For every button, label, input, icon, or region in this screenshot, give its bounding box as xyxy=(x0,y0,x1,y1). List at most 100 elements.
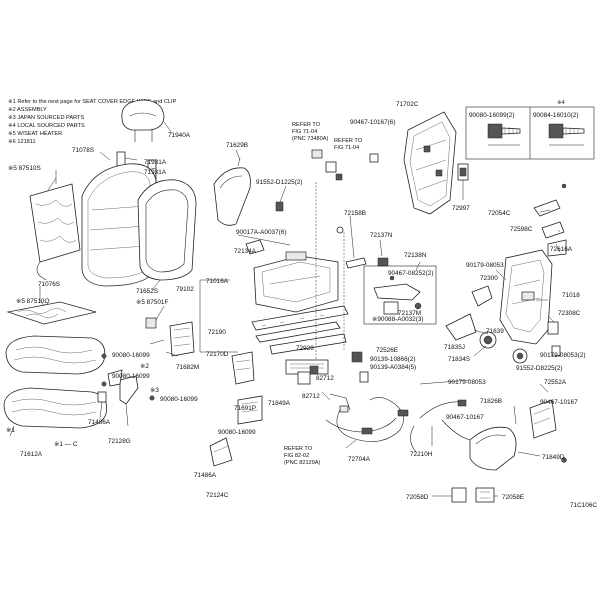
part-label[interactable]: 90139-A0384(5) xyxy=(370,364,416,371)
part-label[interactable]: 71612A xyxy=(20,451,43,458)
refer-to-fig-71-04-b[interactable]: REFER TO FIG 71-04 xyxy=(334,138,363,151)
part-label[interactable]: 72308C xyxy=(558,310,581,317)
part-label[interactable]: 71834S xyxy=(448,356,470,363)
refer-to-fig-71-04-a[interactable]: REFER TO FIG 71-04 (PNC 73480A) xyxy=(292,122,329,142)
part-label[interactable]: 91552-D8225(2) xyxy=(516,365,563,372)
headrest xyxy=(121,99,173,142)
part-label[interactable]: 90017A-A0037(6) xyxy=(236,229,286,236)
part-label[interactable]: 72128G xyxy=(108,438,131,445)
part-label[interactable]: 72704A xyxy=(348,456,371,463)
part-label[interactable]: 72138N xyxy=(404,252,427,259)
part-label[interactable]: 90467-08252(2) xyxy=(388,270,433,277)
part-label[interactable]: 90080-16099 xyxy=(112,352,150,359)
part-label[interactable]: 71018 xyxy=(562,292,580,299)
part-label[interactable]: ※90088-A0032(3) xyxy=(372,316,424,323)
part-label[interactable]: ※5 87510Q xyxy=(16,298,49,305)
bracket-icon xyxy=(169,321,195,357)
part-label[interactable]: 90080-16099 xyxy=(218,429,256,436)
part-label[interactable]: 71849A xyxy=(268,400,291,407)
seatback-pad xyxy=(137,179,197,291)
part-label: ※3 xyxy=(150,387,159,394)
clip-icon xyxy=(297,351,369,385)
part-label[interactable]: 72158B xyxy=(344,210,366,217)
part-label[interactable]: 71078S xyxy=(72,147,94,154)
part-label[interactable]: 71940A xyxy=(168,132,191,139)
part-label[interactable]: ※5 87510S xyxy=(8,165,41,172)
part-label[interactable]: 72598C xyxy=(510,226,533,233)
part-label[interactable]: 71016A xyxy=(206,278,229,285)
part-label[interactable]: 71849D xyxy=(542,454,565,461)
screw-icon xyxy=(487,123,521,146)
part-label[interactable]: 71076S xyxy=(38,281,60,288)
part-labels: 71940A 71931A 71931A 71078S ※5 87510S 71… xyxy=(6,101,597,509)
part-label[interactable]: 90080-16099 xyxy=(112,373,150,380)
note-5: ※5 W/SEAT HEATER xyxy=(8,131,62,137)
part-label[interactable]: 90467-10167 xyxy=(540,399,578,406)
part-label[interactable]: 71702C xyxy=(396,101,419,108)
screw-icon xyxy=(548,123,585,146)
part-label[interactable]: 90139-10866(2) xyxy=(370,356,415,363)
note-1: ※1 Refer to the next page for SEAT COVER… xyxy=(8,99,177,105)
svg-text:FIG 82-02: FIG 82-02 xyxy=(284,453,309,459)
svg-text:FIG 71-04: FIG 71-04 xyxy=(292,129,317,135)
part-label[interactable]: 82712 xyxy=(316,375,334,382)
part-label[interactable]: 82712 xyxy=(302,393,320,400)
part-label[interactable]: 72526E xyxy=(376,347,398,354)
svg-text:REFER TO: REFER TO xyxy=(284,446,313,452)
cable-icon xyxy=(410,399,471,453)
svg-text:REFER TO: REFER TO xyxy=(292,122,321,128)
seat-frame xyxy=(245,239,339,313)
seatback-frame-cover xyxy=(213,157,251,226)
part-label: ※1 xyxy=(6,427,15,434)
end-cap-icon xyxy=(451,487,495,503)
part-label[interactable]: ※5 87501F xyxy=(136,299,168,306)
part-label[interactable]: 90179-08053 xyxy=(448,379,486,386)
part-label[interactable]: 72300 xyxy=(480,275,498,282)
part-label[interactable]: 71835J xyxy=(444,344,465,351)
part-label[interactable]: 71691P xyxy=(234,405,256,412)
part-label[interactable]: 72134A xyxy=(234,248,257,255)
part-label[interactable]: 90179-08053 xyxy=(466,262,504,269)
part-label[interactable]: 79102 xyxy=(176,286,194,293)
part-label[interactable]: 90080-16099 xyxy=(160,396,198,403)
part-label[interactable]: 72552A xyxy=(544,379,567,386)
part-label[interactable]: 72616A xyxy=(550,246,573,253)
part-label[interactable]: 71826B xyxy=(480,398,502,405)
fastener-box-marker: ※4 xyxy=(557,100,565,106)
part-label[interactable]: 72058E xyxy=(502,494,524,501)
part-label[interactable]: 72054C xyxy=(488,210,511,217)
part-label[interactable]: 72928 xyxy=(296,345,314,352)
part-label[interactable]: 71931A xyxy=(144,159,167,166)
part-label[interactable]: 71652S xyxy=(136,288,158,295)
part-label[interactable]: 71682M xyxy=(176,364,199,371)
part-label[interactable]: 72210H xyxy=(410,451,433,458)
part-label[interactable]: 72124C xyxy=(206,492,229,499)
part-label[interactable]: 71486A xyxy=(88,419,111,426)
part-label[interactable]: 90179-08053(2) xyxy=(540,352,585,359)
part-label[interactable]: 71931A xyxy=(144,169,167,176)
part-label[interactable]: 72137M xyxy=(398,310,421,317)
part-label[interactable]: 71486A xyxy=(194,472,217,479)
seat-cushion-heater xyxy=(6,299,97,325)
note-6: ※6 121811 xyxy=(8,139,36,145)
note-4: ※4 LOCAL SOURCED PARTS xyxy=(8,123,85,129)
part-label[interactable]: 72170D xyxy=(206,351,229,358)
part-label[interactable]: 72190 xyxy=(208,329,226,336)
seat-cushion-cover xyxy=(3,387,108,437)
part-label[interactable]: 71629B xyxy=(226,142,248,149)
part-label[interactable]: 72137N xyxy=(370,232,393,239)
part-label[interactable]: 71639 xyxy=(486,328,504,335)
part-label[interactable]: 72058D xyxy=(406,494,429,501)
bolt-icon xyxy=(275,149,344,234)
refer-to-fig-82-02[interactable]: REFER TO FIG 82-02 (PNC 82129A) xyxy=(284,446,321,466)
part-label[interactable]: 90467-10167(6) xyxy=(350,119,395,126)
part-label[interactable]: 91552-D1225(2) xyxy=(256,179,303,186)
part-label[interactable]: 90467-10167 xyxy=(446,414,484,421)
back-heater-pad xyxy=(29,177,81,281)
part-label[interactable]: 72997 xyxy=(452,205,470,212)
seat-rail-upper xyxy=(251,305,349,343)
svg-text:(PNC 73480A): (PNC 73480A) xyxy=(292,136,329,142)
hinge-bracket xyxy=(529,399,567,463)
lever-handle xyxy=(231,351,255,385)
